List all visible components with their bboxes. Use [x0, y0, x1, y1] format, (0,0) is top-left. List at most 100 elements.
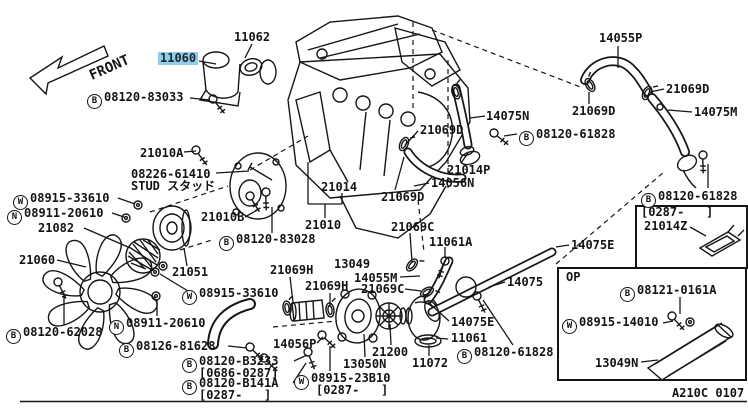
circle-w-prefix-icon: W — [13, 195, 28, 210]
part-label-21060[interactable]: 21060 — [19, 254, 55, 267]
part-number-text: 08915-23B10 — [311, 371, 391, 385]
part-label-21200[interactable]: 21200 — [372, 346, 408, 359]
part-label-11061[interactable]: 11061 — [451, 332, 487, 345]
part-number-text: 11061A — [429, 235, 473, 249]
inset-box-op — [557, 267, 747, 381]
part-number-text: 13049N — [595, 356, 639, 370]
part-label-21069H[interactable]: 21069H — [270, 264, 313, 277]
part-number-text: 14075M — [694, 105, 738, 119]
part-label-21069H[interactable]: 21069H — [305, 280, 348, 293]
part-number-text: 08120-B141A — [199, 376, 279, 390]
part-number-text: 14055P — [599, 31, 643, 45]
part-number-text: STUD スタッド — [131, 179, 216, 193]
part-number-text: A210C 0107 — [672, 386, 745, 400]
part-number-text: [0287- ] — [641, 205, 714, 219]
part-label-21069C[interactable]: 21069C — [361, 283, 404, 296]
part-label-14056N[interactable]: 14056N — [431, 177, 474, 190]
part-label-11072[interactable]: 11072 — [412, 357, 448, 370]
part-label-13049[interactable]: 13049 — [334, 258, 370, 271]
part-label-14056P[interactable]: 14056P — [273, 338, 316, 351]
part-label-14075E[interactable]: 14075E — [571, 239, 614, 252]
note-[0287--]: [0287- ] — [641, 206, 713, 219]
circle-b-prefix-icon: B — [219, 236, 234, 251]
part-number-text: 21069D — [572, 104, 616, 118]
part-number-text: 14056N — [431, 176, 475, 190]
part-number-text: 21069D — [381, 190, 425, 204]
part-label-14075N[interactable]: 14075N — [486, 110, 529, 123]
part-label-21010[interactable]: 21010 — [305, 219, 341, 232]
circle-b-prefix-icon: B — [119, 343, 134, 358]
part-label-21069C[interactable]: 21069C — [391, 221, 434, 234]
part-label-14075E[interactable]: 14075E — [451, 316, 494, 329]
part-label-21014[interactable]: 21014 — [321, 181, 357, 194]
part-label-21069D[interactable]: 21069D — [420, 124, 463, 137]
part-label-21069D[interactable]: 21069D — [381, 191, 424, 204]
part-label-14075M[interactable]: 14075M — [694, 106, 737, 119]
part-number-text: 21069C — [391, 220, 435, 234]
part-label-13050N[interactable]: 13050N — [343, 358, 386, 371]
part-number-text: [0686-0287] — [199, 366, 279, 380]
part-number-text: 21014Z — [644, 219, 688, 233]
part-label-21014P[interactable]: 21014P — [447, 164, 490, 177]
thermostat-hose-assembly-drawing — [207, 253, 454, 373]
part-number-text: 08126-81628 — [136, 339, 216, 353]
part-number-text: 13050N — [343, 357, 387, 371]
part-number-text: 13049 — [334, 257, 371, 271]
note-[0287--]: [0287- ] — [199, 389, 271, 402]
part-number-text: 21200 — [372, 345, 409, 359]
circle-b-prefix-icon: B — [620, 287, 635, 302]
part-label-21014Z[interactable]: 21014Z — [644, 220, 687, 233]
part-label-14075[interactable]: 14075 — [507, 276, 543, 289]
part-number-text: 21069C — [361, 282, 405, 296]
part-number-text: 21010B — [201, 210, 245, 224]
part-label-11061A[interactable]: 11061A — [429, 236, 472, 249]
part-number-text: 21069H — [270, 263, 314, 277]
part-label-14055M[interactable]: 14055M — [354, 272, 397, 285]
part-label-11060[interactable]: 11060 — [158, 52, 199, 65]
part-label-21010A[interactable]: 21010A — [140, 147, 183, 160]
circle-w-prefix-icon: W — [562, 319, 577, 334]
part-label-21010B[interactable]: 21010B — [201, 211, 244, 224]
part-label-08226-61410[interactable]: 08226-61410 — [131, 168, 210, 181]
part-number-text: 11062 — [234, 30, 271, 44]
circle-w-prefix-icon: W — [294, 375, 309, 390]
part-label-14055P[interactable]: 14055P — [599, 32, 642, 45]
part-number-text: 21010 — [305, 218, 342, 232]
part-label-21069D[interactable]: 21069D — [666, 83, 709, 96]
circle-n-prefix-icon: N — [109, 320, 124, 335]
part-number-text: OP — [566, 270, 581, 284]
circle-n-prefix-icon: N — [7, 210, 22, 225]
part-label-21051[interactable]: 21051 — [172, 266, 208, 279]
part-number-text: 08120-83033 — [104, 90, 184, 104]
part-label-21069D[interactable]: 21069D — [572, 105, 615, 118]
part-number-text: 08120-61828 — [658, 189, 738, 203]
part-number-text: 21060 — [19, 253, 56, 267]
part-label-13049N[interactable]: 13049N — [595, 357, 638, 370]
water-pipe-14075-drawing — [424, 247, 557, 322]
part-label-11062[interactable]: 11062 — [234, 31, 270, 44]
part-number-text: 11061 — [451, 331, 488, 345]
leader-lines — [56, 43, 709, 384]
part-number-text: 08120-62028 — [23, 325, 103, 339]
circle-b-prefix-icon: B — [519, 131, 534, 146]
part-label-21082[interactable]: 21082 — [38, 222, 74, 235]
part-number-text: 08911-20610 — [24, 206, 104, 220]
part-number-text: 14075E — [451, 315, 495, 329]
